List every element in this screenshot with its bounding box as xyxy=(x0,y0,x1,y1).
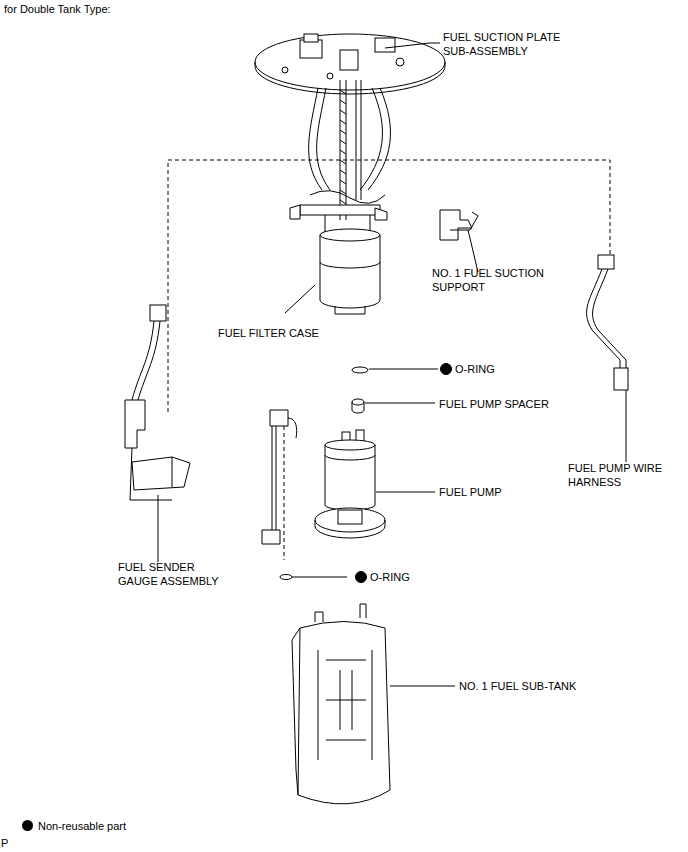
legend-text: Non-reusable part xyxy=(38,819,126,833)
non-reusable-dot xyxy=(356,572,367,583)
part-label: FUEL FILTER CASE xyxy=(218,326,319,340)
part-label: O-RING xyxy=(455,362,495,376)
suction-support xyxy=(450,212,478,230)
legend-swatch xyxy=(22,820,33,831)
part-label: O-RING xyxy=(370,570,410,584)
fuel-filter-case xyxy=(290,205,387,314)
hoses xyxy=(309,80,391,220)
o-ring xyxy=(280,575,292,580)
fuel-sub-tank xyxy=(292,604,390,804)
part-label: FUEL SUCTION PLATE SUB-ASSEMBLY xyxy=(443,30,583,58)
part-label: FUEL PUMP SPACER xyxy=(439,397,549,411)
pump-wire xyxy=(262,410,297,544)
part-label: FUEL PUMP WIRE HARNESS xyxy=(568,461,678,489)
suction-support xyxy=(440,210,472,240)
assembly-line xyxy=(168,160,610,412)
fuel-pump xyxy=(315,430,385,538)
wire-harness xyxy=(587,255,628,390)
part-label: NO. 1 FUEL SUCTION SUPPORT xyxy=(432,266,572,294)
part-label: P xyxy=(1,836,8,850)
part-label: FUEL SENDER GAUGE ASSEMBLY xyxy=(118,560,230,588)
part-label: NO. 1 FUEL SUB-TANK xyxy=(459,679,576,693)
assembly-line xyxy=(284,412,285,560)
suction-plate xyxy=(255,34,445,94)
diagram-title: for Double Tank Type: xyxy=(4,2,111,16)
non-reusable-dot xyxy=(441,364,452,375)
leader-lines xyxy=(158,43,626,686)
fuel-pump-spacer xyxy=(352,399,364,413)
o-ring xyxy=(352,367,368,373)
part-label: FUEL PUMP xyxy=(439,485,502,499)
fuel-sender-gauge xyxy=(125,305,190,500)
